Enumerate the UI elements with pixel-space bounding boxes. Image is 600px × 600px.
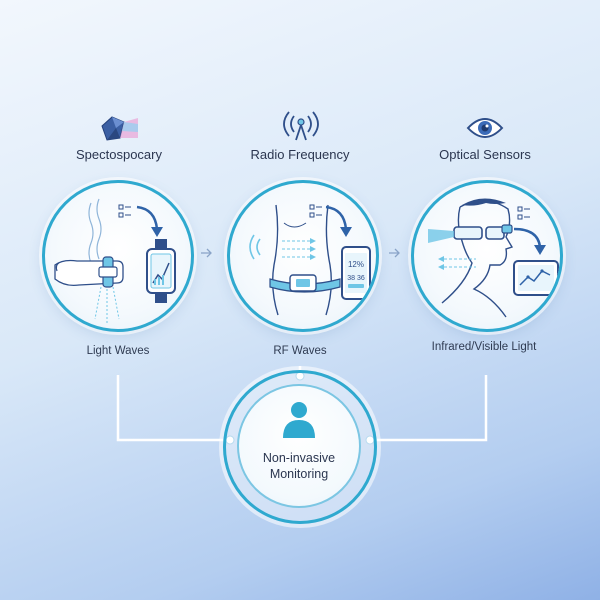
stage-caption-spectroscopy: Light Waves bbox=[86, 345, 150, 357]
spectroscopy-illustration bbox=[42, 180, 194, 332]
stage-title-optical-sensors: Optical Sensors bbox=[439, 147, 531, 162]
stage-caption-optical-sensors: Infrared/Visible Light bbox=[431, 341, 537, 353]
eye-icon bbox=[466, 116, 504, 140]
stage-title-spectroscopy: Spectospocary bbox=[76, 147, 162, 162]
stage-caption-radio-frequency: RF Waves bbox=[273, 345, 327, 357]
phone-readout-bottom: 38 36 bbox=[347, 275, 365, 282]
antenna-icon bbox=[282, 108, 320, 142]
monitoring-hub: Non-invasive Monitoring bbox=[223, 370, 377, 524]
phone-readout-top: 12% bbox=[348, 260, 364, 269]
monitoring-hub-inner: Non-invasive Monitoring bbox=[237, 384, 361, 508]
person-icon bbox=[281, 400, 317, 438]
hub-label: Non-invasive Monitoring bbox=[262, 451, 336, 481]
prism-icon bbox=[98, 114, 140, 144]
optical-sensors-illustration bbox=[411, 180, 563, 332]
radio-frequency-illustration: 12% 38 36 bbox=[227, 180, 379, 332]
stage-title-radio-frequency: Radio Frequency bbox=[250, 147, 350, 162]
